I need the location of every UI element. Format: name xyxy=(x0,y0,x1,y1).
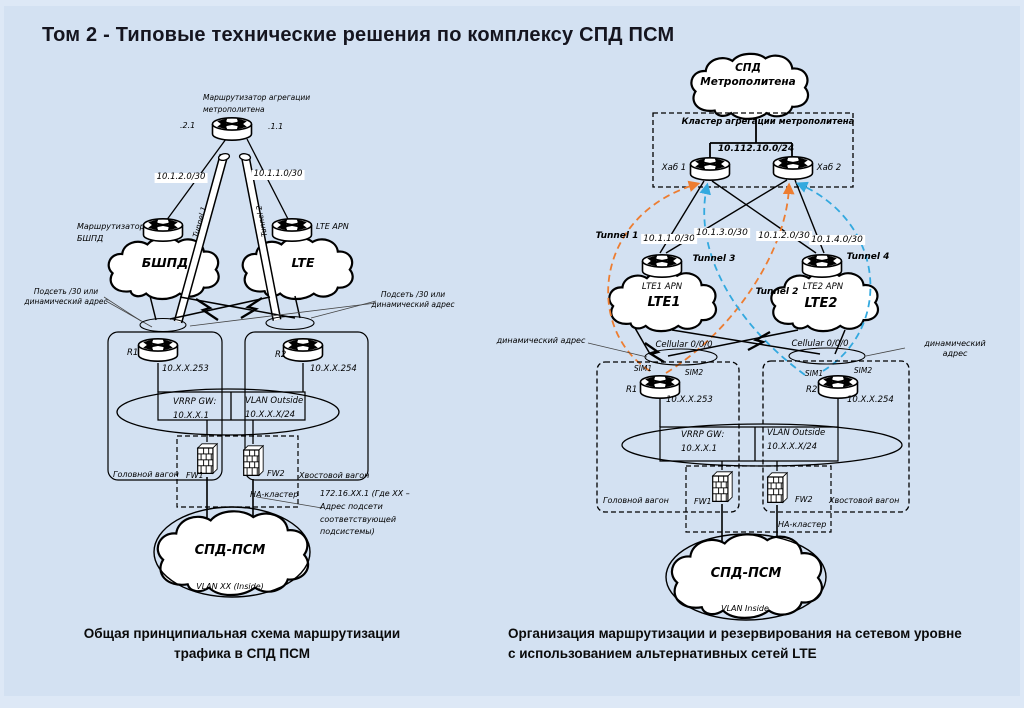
metro-cloud-label: СПД Метрополитена xyxy=(700,62,796,88)
addr-note: 172.16.XX.1 (Где XX – Адрес подсети соот… xyxy=(320,489,410,537)
cellular-right-label: Cellular 0/0/0 xyxy=(791,339,849,349)
subnet4-label: 10.1.4.0/30 xyxy=(809,235,865,246)
r2-router-icon xyxy=(284,339,323,361)
dyn-addr-left: динамический адрес xyxy=(496,336,586,345)
fw2-label: FW2 xyxy=(795,495,813,504)
lte1-cloud-label: LTE1 xyxy=(647,295,681,310)
left-diagram xyxy=(104,118,376,597)
r2-label: R2 xyxy=(806,385,818,395)
r1-label: R1 xyxy=(626,385,638,395)
r2-ip: 10.X.X.254 xyxy=(847,395,894,405)
r2-label: R2 xyxy=(275,350,287,360)
lte-apn-label: LTE APN xyxy=(316,222,349,231)
subnet1-label: 10.1.1.0/30 xyxy=(641,234,697,245)
vrrp-gw-label: VRRP GW: 10.X.X.1 xyxy=(173,397,217,421)
head-car-label: Головной вагон xyxy=(113,470,179,479)
r2-sim2-label: SIM2 xyxy=(853,366,873,375)
subnet-label-left: 10.1.2.0/30 xyxy=(154,172,208,183)
lte2-apn-label: LTE2 APN xyxy=(802,282,844,292)
lightning-icon xyxy=(196,299,218,320)
r1-label: R1 xyxy=(127,348,139,358)
lightning-icon xyxy=(645,343,664,362)
r2-sim1-label: SIM1 xyxy=(804,369,824,378)
ha-cluster-label: HA-кластер xyxy=(250,490,299,499)
tunnel3-label: Tunnel 3 xyxy=(692,254,736,264)
lte-cloud-label: LTE xyxy=(291,255,315,270)
fw1-icon xyxy=(197,443,218,474)
tail-car-box xyxy=(763,361,909,512)
subnet3-label: 10.1.3.0/30 xyxy=(694,228,750,239)
agg-if-left: .2.1 xyxy=(180,121,196,130)
tail-car-label: Хвостовой вагон xyxy=(299,471,370,480)
tunnel-pipes xyxy=(178,153,277,322)
left-caption: Общая принципиальная схема маршрутизации… xyxy=(83,626,401,661)
fw2-icon xyxy=(767,472,788,503)
right-caption: Организация маршрутизации и резервирован… xyxy=(508,626,962,661)
agg-router-label: Маршрутизатор агрегации метрополитена xyxy=(203,93,311,114)
hub2-label: Хаб 2 xyxy=(816,163,842,173)
lte1-apn-router-icon xyxy=(643,255,682,277)
r1-ip: 10.X.X.253 xyxy=(666,395,713,405)
tail-car-label: Хвостовой вагон xyxy=(829,496,900,505)
tunnel4-label: Tunnel 4 xyxy=(846,252,890,262)
fw1-icon xyxy=(712,471,733,502)
vlan-outside-label: VLAN Outside 10.X.X.X/24 xyxy=(245,396,304,420)
fw1-label: FW1 xyxy=(186,471,204,480)
lightning-icon xyxy=(748,332,770,350)
gre-tunnels xyxy=(608,180,870,375)
spd-psm-cloud-label: СПД-ПСМ xyxy=(194,543,266,558)
r2-ip: 10.X.X.254 xyxy=(310,364,357,374)
right-diagram xyxy=(588,53,909,620)
head-car-label: Головной вагон xyxy=(603,496,669,505)
ha-cluster-label: HA-кластер xyxy=(778,520,827,529)
subnet2-label: 10.1.2.0/30 xyxy=(756,231,812,242)
lightning-icon xyxy=(241,298,262,318)
ha-cluster-box xyxy=(686,466,831,532)
hub1-router-icon xyxy=(691,158,730,180)
subnet-note-right: Подсеть /30 или динамический адрес xyxy=(371,290,455,309)
spd-psm-cloud-label: СПД-ПСМ xyxy=(710,566,782,581)
fw2-icon xyxy=(243,445,264,476)
lte-apn-router-icon xyxy=(273,219,312,241)
r1-ip: 10.X.X.253 xyxy=(162,364,209,374)
vlan-inside-label: VLAN XX (Inside) xyxy=(196,582,264,591)
tail-car-box xyxy=(245,332,368,480)
r1-router-icon xyxy=(139,339,178,361)
subnet-note-left: Подсеть /30 или динамический адрес xyxy=(24,287,108,306)
vlan-inside-label: VLAN Inside xyxy=(721,604,769,613)
bshpd-router-label: Маршрутизатор БШПД xyxy=(77,222,145,244)
cellular-left-label: Cellular 0/0/0 xyxy=(655,340,713,350)
head-car-box xyxy=(108,332,222,480)
r1-sim2-label: SIM2 xyxy=(684,368,704,377)
tunnel1-label: Tunnel 1 xyxy=(595,231,639,241)
page-title: Том 2 - Типовые технические решения по к… xyxy=(42,24,675,46)
agg-router-icon xyxy=(213,118,252,140)
bshpd-router-icon xyxy=(144,219,183,241)
cluster-label: Кластер агрегации метрополитена xyxy=(681,117,855,127)
vrrp-gw-label: VRRP GW: 10.X.X.1 xyxy=(681,430,725,454)
subnet-label-right: 10.1.1.0/30 xyxy=(251,169,305,180)
lte1-apn-label: LTE1 APN xyxy=(641,282,683,292)
r1-sim1-label: SIM1 xyxy=(633,364,653,373)
vlan-outside-label: VLAN Outside 10.X.X.X/24 xyxy=(767,428,826,452)
lte2-apn-router-icon xyxy=(803,255,842,277)
cluster-box xyxy=(653,113,853,187)
dyn-addr-right: динамический адрес xyxy=(924,339,986,359)
fw2-label: FW2 xyxy=(267,469,285,478)
hub1-label: Хаб 1 xyxy=(661,163,687,173)
tunnel2-label: Tunnel 2 xyxy=(755,287,799,297)
hub-subnet-label: 10.112.10.0/24 xyxy=(717,144,795,154)
agg-if-right: .1.1 xyxy=(268,122,284,131)
head-car-box xyxy=(597,362,739,512)
hub2-router-icon xyxy=(774,157,813,179)
bshpd-cloud-label: БШПД xyxy=(141,255,189,270)
lte2-cloud-label: LTE2 xyxy=(804,296,838,311)
fw1-label: FW1 xyxy=(694,497,712,506)
